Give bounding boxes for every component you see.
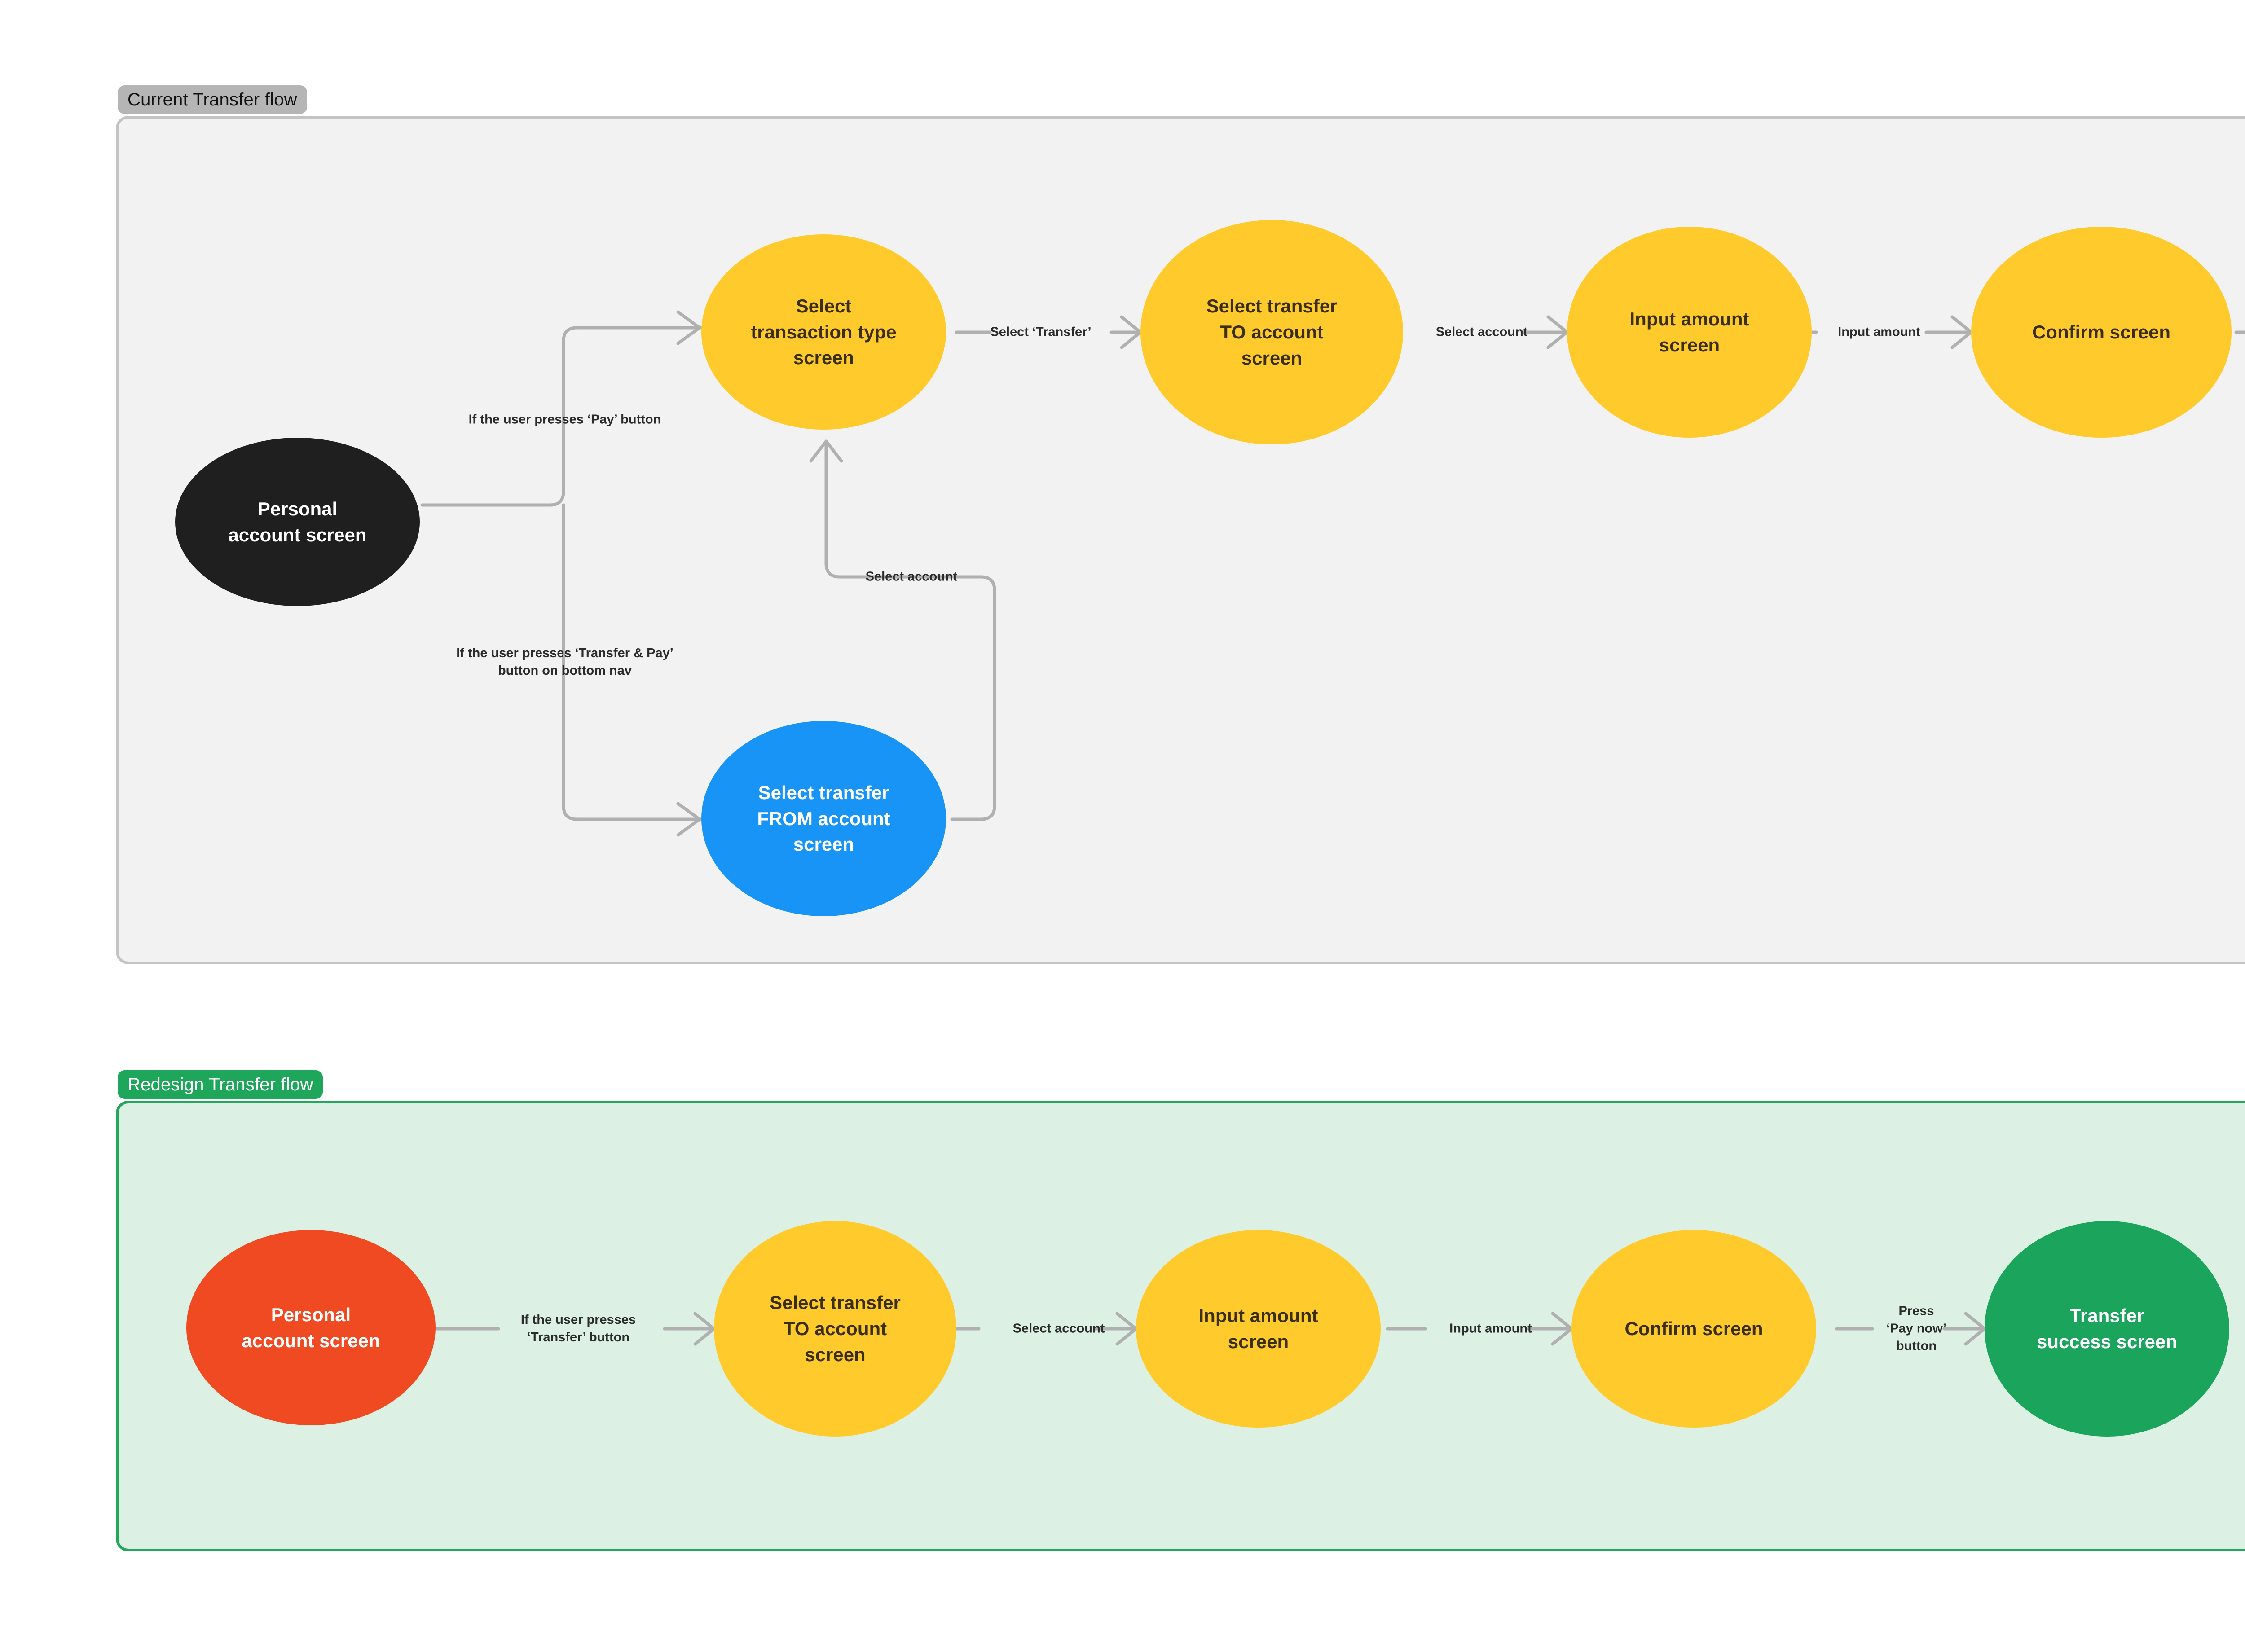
panel-title-current-transfer-flow: Current Transfer flow [118,85,307,114]
node-label: Confirm screen [1624,1318,1763,1340]
node-label: Confirm screen [2032,321,2171,343]
node-confirm-screen[interactable]: Confirm screen [1971,227,2232,438]
node-confirm-screen-redesign[interactable]: Confirm screen [1572,1230,1816,1428]
panel-title-redesign-transfer-flow: Redesign Transfer flow [118,1070,323,1099]
